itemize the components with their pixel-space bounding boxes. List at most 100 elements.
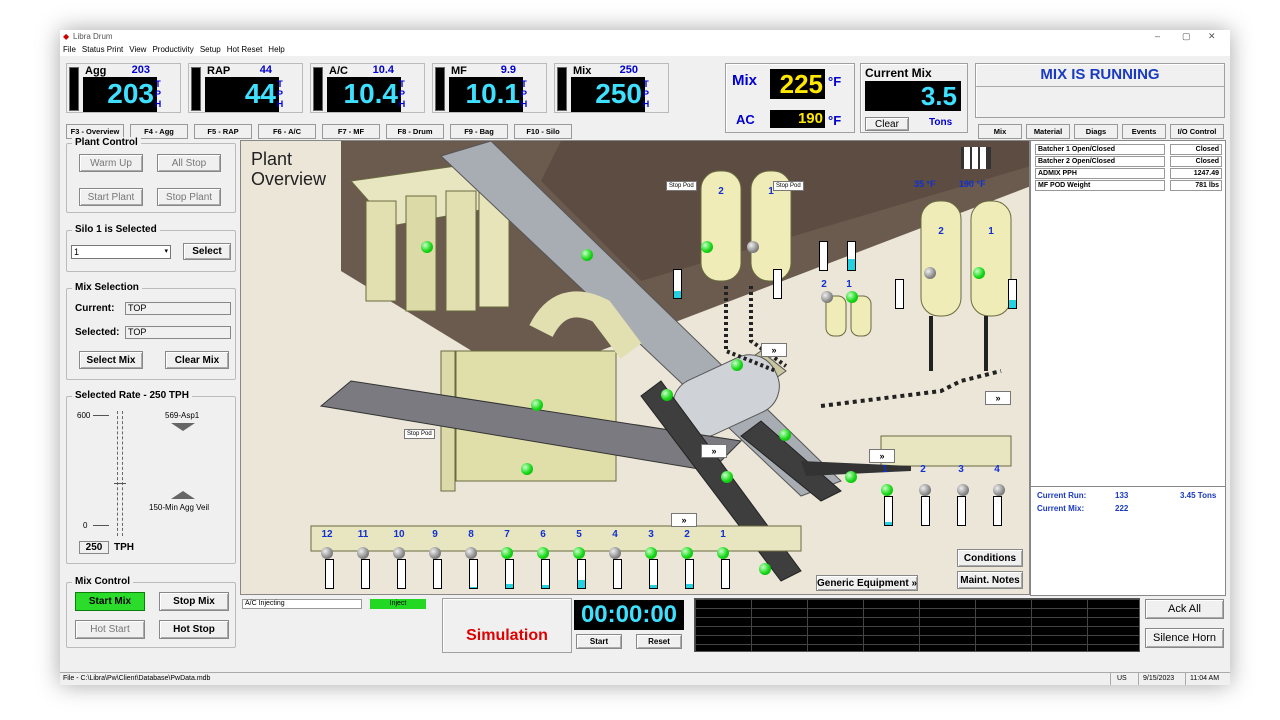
stop-pod-label[interactable]: Stop Pod: [404, 429, 435, 439]
mix-selection-title: Mix Selection: [72, 282, 142, 293]
status-indicator-off: [821, 291, 833, 303]
menu-hot-reset[interactable]: Hot Reset: [226, 45, 263, 54]
tab-mf[interactable]: F7 - MF: [322, 124, 380, 139]
menu-productivity[interactable]: Productivity: [152, 45, 194, 54]
select-mix-button[interactable]: Select Mix: [79, 351, 143, 369]
rate-unit: TPH: [114, 542, 134, 553]
tab-rap[interactable]: F5 - RAP: [194, 124, 252, 139]
tab-bag[interactable]: F9 - Bag: [450, 124, 508, 139]
conditions-button[interactable]: Conditions: [957, 549, 1023, 567]
agg-bar: [69, 67, 79, 111]
tab-diags[interactable]: Diags: [1074, 124, 1118, 139]
agg-bin-number: 7: [504, 529, 510, 540]
chevron-right-icon[interactable]: »: [671, 513, 697, 527]
generic-equipment-button[interactable]: Generic Equipment »: [816, 575, 918, 591]
bin-indicator-on: [501, 547, 513, 559]
tab-material[interactable]: Material: [1026, 124, 1070, 139]
rate-max-label: 600: [77, 411, 91, 420]
hot-stop-button[interactable]: Hot Stop: [159, 620, 229, 639]
mf-level-gauge: [819, 241, 828, 271]
stop-pod-label[interactable]: Stop Pod: [773, 181, 804, 191]
locale-indicator: US: [1110, 673, 1138, 685]
menu-status-print[interactable]: Status Print: [81, 45, 124, 54]
status-indicator: [845, 471, 857, 483]
status-indicator-off: [924, 267, 936, 279]
select-silo-button[interactable]: Select: [183, 243, 231, 260]
stop-mix-button[interactable]: Stop Mix: [159, 592, 229, 611]
maximize-button[interactable]: ▢: [1182, 31, 1191, 41]
chevron-right-icon[interactable]: »: [985, 391, 1011, 405]
close-button[interactable]: ✕: [1208, 31, 1216, 41]
ack-all-button[interactable]: Ack All: [1145, 599, 1224, 619]
timer-start-button[interactable]: Start: [576, 634, 622, 649]
stop-pod-label[interactable]: Stop Pod: [666, 181, 697, 191]
warm-up-button[interactable]: Warm Up: [79, 154, 143, 172]
silo-level-gauge: [773, 269, 782, 299]
tab-ac[interactable]: F6 - A/C: [258, 124, 316, 139]
minimize-button[interactable]: –: [1155, 31, 1161, 41]
rate-low-limit-label: 150-Min Agg Veil: [149, 503, 210, 512]
menu-setup[interactable]: Setup: [199, 45, 221, 54]
mix-temp-label: Mix: [732, 72, 758, 89]
menu-view[interactable]: View: [129, 45, 147, 54]
tab-agg[interactable]: F4 - Agg: [130, 124, 188, 139]
status-divider: [976, 86, 1224, 87]
tab-events[interactable]: Events: [1122, 124, 1166, 139]
silo-level-gauge: [673, 269, 682, 299]
timer-reset-button[interactable]: Reset: [636, 634, 682, 649]
chevron-right-icon[interactable]: »: [761, 343, 787, 357]
chevron-right-icon[interactable]: »: [869, 449, 895, 463]
silence-horn-button[interactable]: Silence Horn: [1145, 628, 1224, 648]
rate-slider-thumb[interactable]: [114, 483, 126, 484]
meter-display: 250: [571, 77, 645, 112]
start-mix-button[interactable]: Start Mix: [75, 592, 145, 611]
bin-indicator-off: [429, 547, 441, 559]
rate-value-field[interactable]: 250: [79, 541, 109, 554]
status-indicator: [779, 429, 791, 441]
tab-io-control[interactable]: I/O Control: [1170, 124, 1224, 139]
silo-dropdown-value: 1: [74, 247, 80, 257]
status-date: 9/15/2023: [1138, 673, 1174, 685]
bin-indicator-on: [717, 547, 729, 559]
rate-slider-track[interactable]: [117, 411, 123, 536]
alarm-grid[interactable]: [694, 598, 1140, 652]
silo-select-group: Silo 1 is Selected 1▾ Select: [66, 224, 236, 272]
bin-level-gauge: [613, 559, 622, 589]
bin-indicator-on: [537, 547, 549, 559]
meter-label: A/C: [329, 65, 348, 77]
tab-drum[interactable]: F8 - Drum: [386, 124, 444, 139]
chevron-right-icon[interactable]: »: [701, 444, 727, 458]
plant-graphic: [310, 141, 1029, 582]
current-run-value: 133: [1115, 491, 1129, 500]
start-plant-button[interactable]: Start Plant: [79, 188, 143, 206]
status-indicator-off: [993, 484, 1005, 496]
silo-dropdown[interactable]: 1▾: [71, 245, 171, 259]
agg-bin-number: 12: [321, 529, 333, 540]
tab-mix[interactable]: Mix: [978, 124, 1022, 139]
bin-level-gauge: [361, 559, 370, 589]
stop-plant-button[interactable]: Stop Plant: [157, 188, 221, 206]
menu-file[interactable]: File: [63, 45, 76, 54]
selected-rate-group: Selected Rate - 250 TPH 600 0 569-Asp1 1…: [66, 390, 236, 564]
tab-silo[interactable]: F10 - Silo: [514, 124, 572, 139]
status-panel: MIX IS RUNNING: [975, 63, 1225, 118]
menu-help[interactable]: Help: [268, 45, 285, 54]
info-panel: [1030, 140, 1226, 596]
rap-level-gauge: [993, 496, 1002, 526]
bin-level-gauge: [649, 559, 658, 589]
maint-notes-button[interactable]: Maint. Notes: [957, 571, 1023, 589]
meter-value: 203: [131, 64, 150, 76]
clear-mix-button[interactable]: Clear Mix: [165, 351, 229, 369]
all-stop-button[interactable]: All Stop: [157, 154, 221, 172]
hot-start-button[interactable]: Hot Start: [75, 620, 145, 639]
clear-button[interactable]: Clear: [865, 117, 909, 131]
bin-level-gauge: [433, 559, 442, 589]
window-title: Libra Drum: [73, 32, 113, 41]
status-indicator: [973, 267, 985, 279]
